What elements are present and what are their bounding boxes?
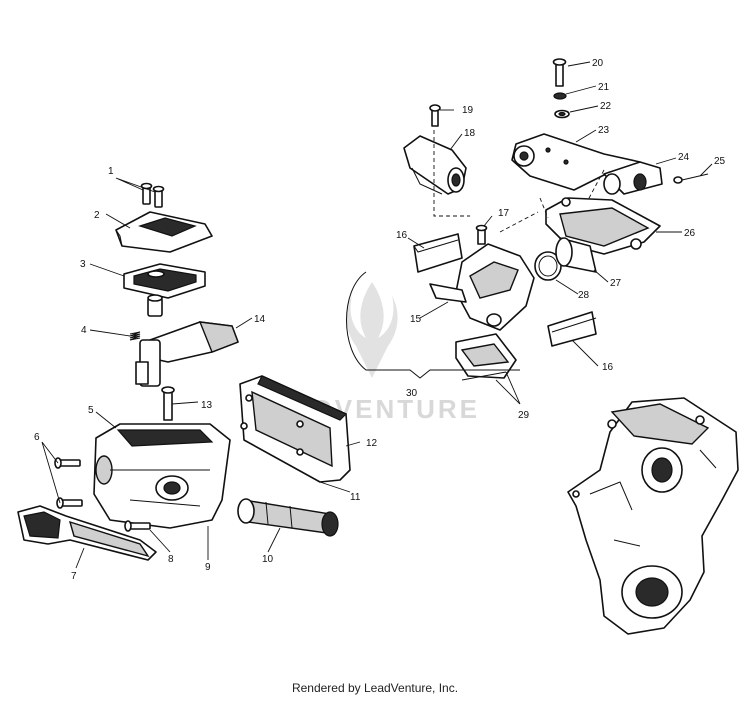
- watermark-flame-icon: [346, 282, 398, 378]
- callout-16-lower: 16: [602, 362, 614, 373]
- part-20-22-bolt-washers: [552, 58, 570, 119]
- part-7-brake-lever: [17, 505, 157, 561]
- part-28-o-ring: [534, 251, 562, 281]
- part-3-gasket: [123, 263, 206, 299]
- part-26-frame: [545, 197, 661, 255]
- part-11-12-cover: [239, 375, 351, 483]
- part-2-top-cover: [115, 211, 213, 253]
- part-5-housing: [93, 423, 231, 529]
- callout-15: 15: [410, 314, 422, 325]
- part-10-drum: [237, 498, 339, 537]
- part-29-brake-pads: [455, 333, 517, 381]
- callout-21: 21: [598, 82, 610, 93]
- callout-28: 28: [578, 290, 590, 301]
- callout-4: 4: [81, 325, 87, 336]
- right-leaders: [407, 61, 713, 405]
- callout-6: 6: [34, 432, 40, 443]
- part-25-cotter-pin: [673, 173, 709, 184]
- assembly-guides: [433, 130, 605, 233]
- callout-18: 18: [464, 128, 476, 139]
- callout-17: 17: [498, 208, 510, 219]
- left-leaders: [41, 177, 361, 569]
- callout-16-upper: 16: [396, 230, 408, 241]
- callout-10: 10: [262, 554, 274, 565]
- callout-11: 11: [350, 492, 361, 503]
- part-14-throttle-lever: [135, 321, 239, 387]
- part-crankcase: [567, 397, 739, 635]
- callout-13: 13: [201, 400, 213, 411]
- part-16-plate-lower: [547, 311, 597, 347]
- callout-26: 26: [684, 228, 696, 239]
- part-18-fitting: [403, 135, 467, 195]
- callout-1: 1: [108, 166, 114, 177]
- part-30-assembly-bracket: [346, 271, 520, 379]
- part-16-plate-upper: [413, 233, 463, 273]
- part-24-sleeve: [603, 161, 663, 195]
- part-1-screws: [140, 182, 165, 208]
- footer-credit: Rendered by LeadVenture, Inc.: [291, 681, 459, 695]
- callout-labels: 1 2 3 4 5 6 7 8 9 10 11 12 13 14 15 16 1…: [34, 58, 726, 582]
- callout-23: 23: [598, 125, 610, 136]
- callout-7: 7: [71, 571, 77, 582]
- part-15-caliper-body: [429, 243, 535, 331]
- part-bushing: [147, 294, 163, 317]
- callout-8: 8: [168, 554, 174, 565]
- part-4-spring: [129, 331, 141, 341]
- callout-27: 27: [610, 278, 622, 289]
- callout-5: 5: [88, 405, 94, 416]
- part-19-bolt: [429, 104, 441, 127]
- part-8-screw: [124, 520, 151, 532]
- callout-24: 24: [678, 152, 690, 163]
- callout-30: 30: [406, 388, 418, 399]
- callout-9: 9: [205, 562, 211, 573]
- callout-25: 25: [714, 156, 726, 167]
- callout-2: 2: [94, 210, 100, 221]
- callout-29: 29: [518, 410, 530, 421]
- callout-3: 3: [80, 259, 86, 270]
- callout-22: 22: [600, 101, 612, 112]
- callout-12: 12: [366, 438, 378, 449]
- callout-19: 19: [462, 105, 474, 116]
- part-17-screw: [475, 224, 488, 245]
- callout-20: 20: [592, 58, 604, 69]
- callout-14: 14: [254, 314, 266, 325]
- part-13-pin: [161, 386, 175, 421]
